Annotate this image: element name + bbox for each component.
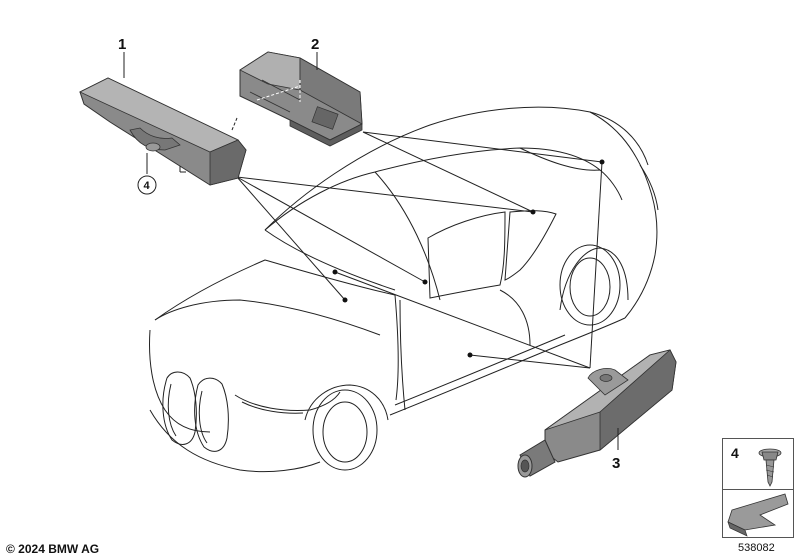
location-dot-rear-deck	[599, 159, 605, 165]
location-dot-b-pillar	[422, 279, 428, 285]
antenna-location-dots	[332, 159, 605, 358]
callout-3-label: 3	[612, 455, 620, 472]
location-dot-windshield	[332, 269, 338, 275]
part-2-bracket[interactable]	[231, 51, 363, 147]
leader-lines	[236, 131, 603, 369]
callout-2: 2	[311, 36, 319, 70]
callout-3: 3	[612, 428, 620, 472]
callout-4-on-part-1: 4	[137, 153, 157, 195]
callout-1: 1	[118, 36, 126, 78]
car-outline	[149, 106, 659, 473]
location-dot-windshield-lower	[342, 297, 348, 303]
location-dot-sill	[467, 352, 473, 358]
screw-icon	[758, 448, 782, 487]
drawing-number: 538082	[738, 542, 775, 554]
callout-1-label: 1	[118, 36, 126, 53]
part-1-antenna-module[interactable]	[79, 77, 247, 186]
copyright-text: © 2024 BMW AG	[6, 542, 100, 556]
part-3-antenna[interactable]	[517, 349, 677, 478]
legend-part-number: 4	[731, 445, 739, 461]
arrow-symbol-icon	[727, 493, 789, 537]
callout-2-label: 2	[311, 36, 319, 53]
location-dot-rear-window	[530, 209, 536, 215]
callout-4-label: 4	[144, 180, 151, 192]
fastener-legend-box: 4	[722, 438, 794, 538]
legend-divider	[723, 489, 793, 490]
